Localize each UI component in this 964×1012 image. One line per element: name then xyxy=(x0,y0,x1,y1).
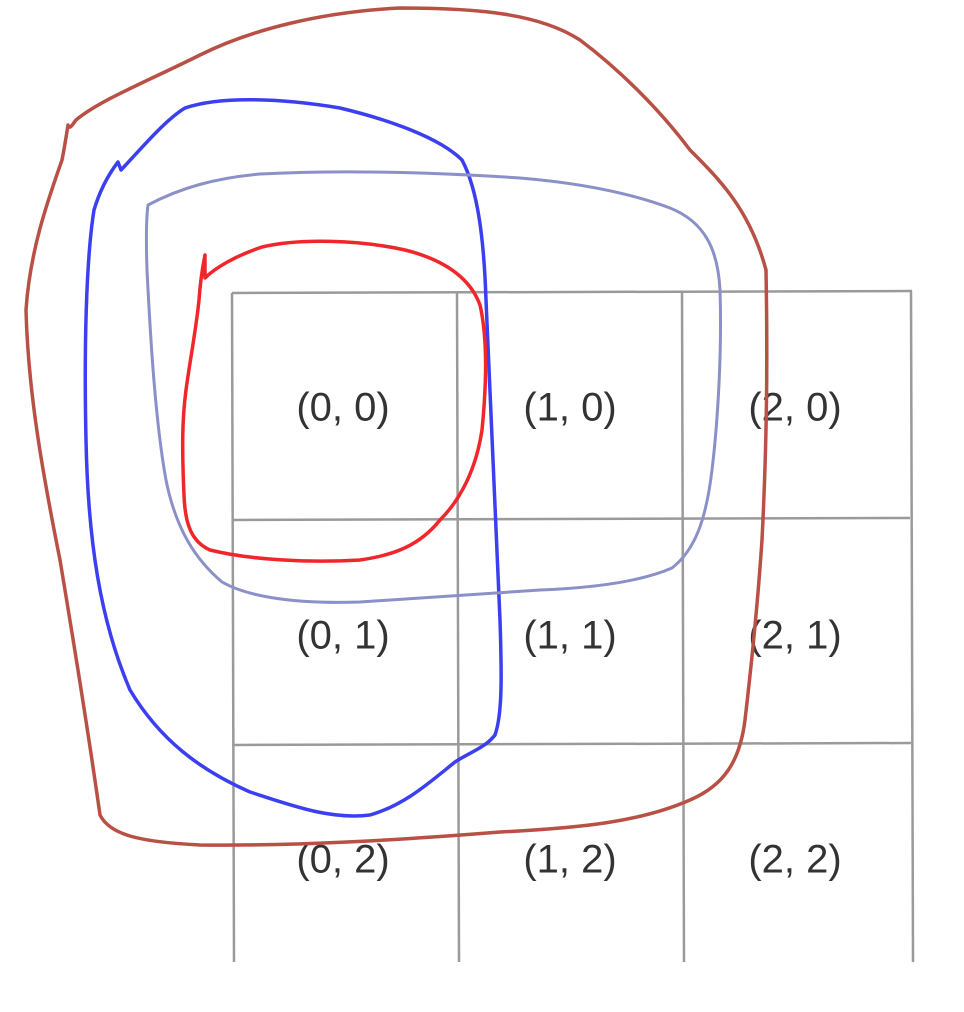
light-blue-loop xyxy=(144,170,723,604)
cell-label-0-0: (0, 0) xyxy=(296,386,389,430)
cell-label-1-1: (1, 1) xyxy=(523,614,616,658)
cell-label-2-1: (2, 1) xyxy=(748,614,841,658)
cell-labels: (0, 0) (1, 0) (2, 0) (0, 1) (1, 1) (2, 1… xyxy=(296,386,841,882)
outer-brown-loop xyxy=(24,6,769,847)
cell-label-1-0: (1, 0) xyxy=(523,386,616,430)
blue-loop xyxy=(83,97,503,818)
cell-label-2-2: (2, 2) xyxy=(748,838,841,882)
grid-line-col-1 xyxy=(455,292,461,963)
cell-label-1-2: (1, 2) xyxy=(523,838,616,882)
cell-label-2-0: (2, 0) xyxy=(748,386,841,430)
grid-line-top xyxy=(231,289,913,295)
red-loop xyxy=(180,239,488,563)
grid-line-row-2 xyxy=(231,741,912,747)
grid-line-row-1 xyxy=(231,516,911,522)
grid xyxy=(230,289,915,963)
grid-line-col-2 xyxy=(680,291,686,963)
grid-line-right xyxy=(909,290,915,963)
loops xyxy=(24,6,769,847)
cell-label-0-1: (0, 1) xyxy=(296,614,389,658)
grid-line-left xyxy=(230,292,236,963)
